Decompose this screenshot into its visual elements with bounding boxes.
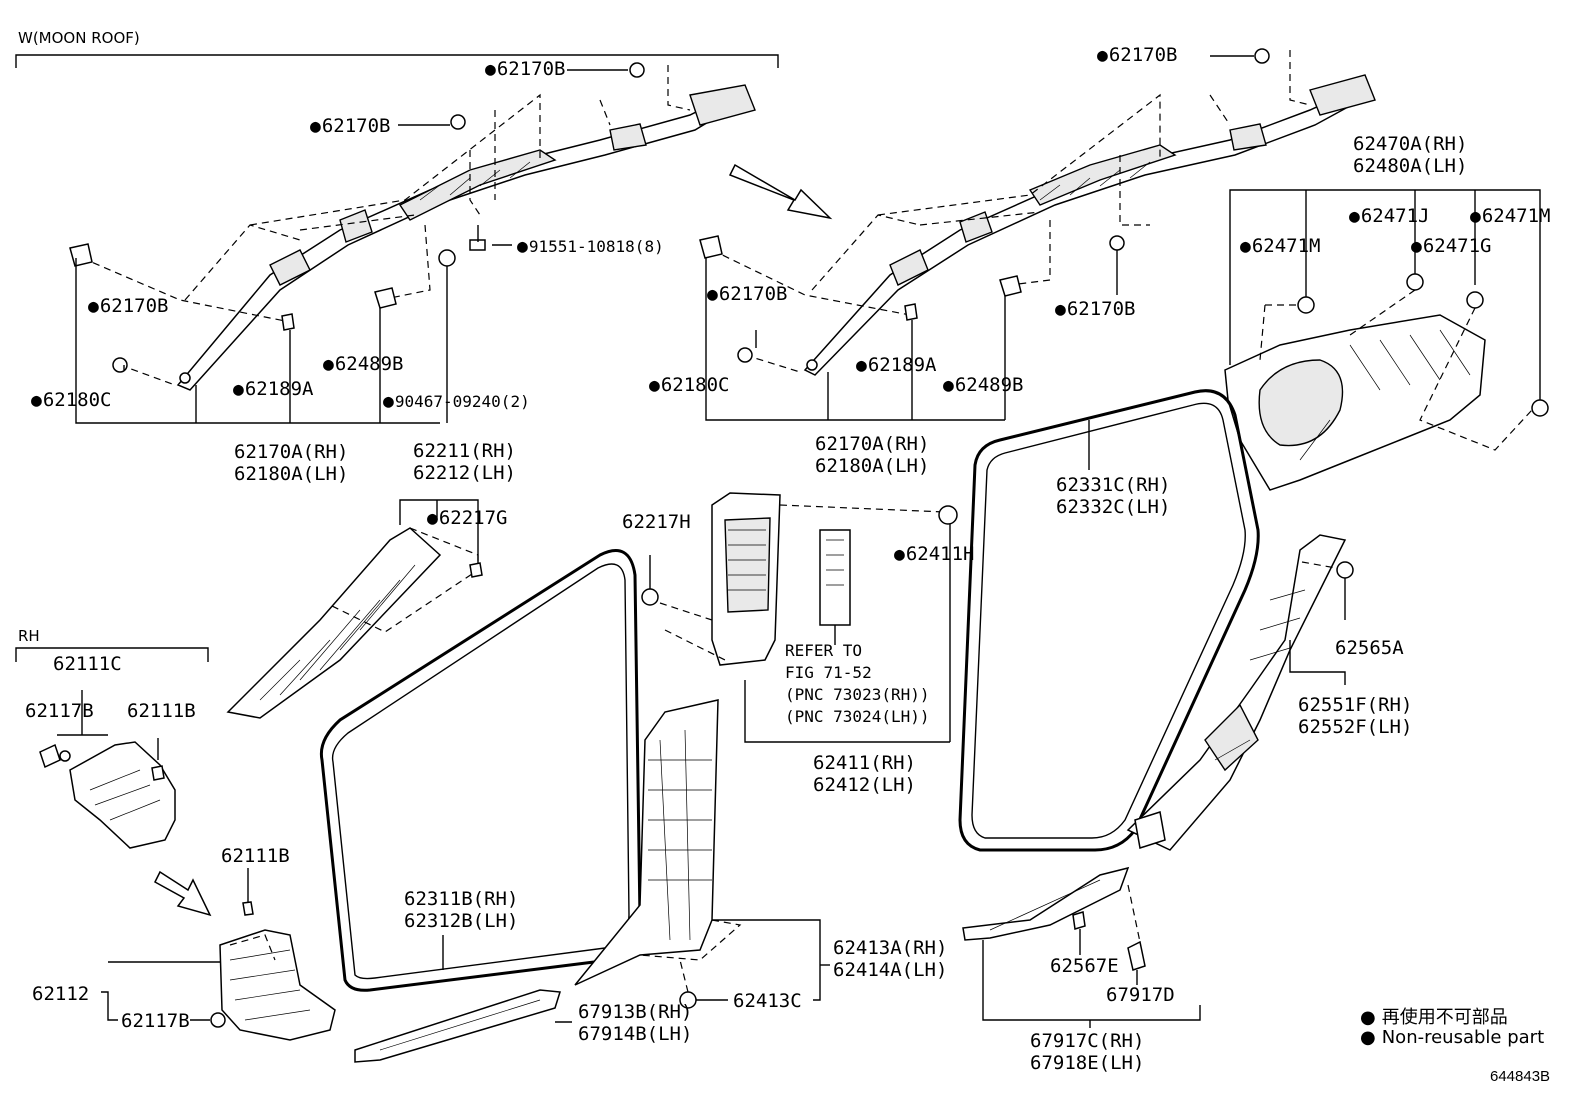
refer-note-line2: FIG 71-52	[785, 663, 872, 682]
label-62170b: 62170B	[310, 115, 391, 138]
label-62471m: 62471M	[1470, 205, 1551, 228]
refer-note-line1: REFER TO	[785, 641, 863, 660]
label-62170b: 62170B	[1097, 44, 1178, 67]
label-67914b-lh: 67914B(LH)	[578, 1023, 693, 1045]
label-62180c: 62180C	[649, 374, 730, 397]
label-62170b: 62170B	[485, 58, 566, 81]
label-62411h: 62411H	[894, 543, 975, 566]
label-62565a: 62565A	[1335, 637, 1404, 659]
label-62567e: 62567E	[1050, 955, 1119, 977]
label-67917d: 67917D	[1106, 984, 1175, 1006]
label-62189a: 62189A	[233, 378, 314, 401]
refer-note-line3: (PNC 73023(RH))	[785, 685, 930, 704]
label-62117b: 62117B	[121, 1010, 190, 1032]
label-90467-09240: 90467-09240(2)	[383, 391, 530, 413]
label-62413c: 62413C	[733, 990, 802, 1012]
label-62413a-rh: 62413A(RH)	[833, 937, 948, 959]
legend-non-reusable: Non-reusable part	[1360, 1027, 1544, 1048]
label-62180a-lh: 62180A(LH)	[815, 455, 930, 477]
label-62471j: 62471J	[1349, 205, 1430, 228]
label-62217h: 62217H	[622, 511, 691, 533]
label-62112: 62112	[32, 983, 90, 1005]
label-62470a-rh: 62470A(RH)	[1353, 133, 1468, 155]
label-62471m: 62471M	[1240, 235, 1321, 258]
label-62217g: 62217G	[427, 507, 508, 530]
label-62170b: 62170B	[1055, 298, 1136, 321]
label-62489b: 62489B	[323, 353, 404, 376]
label-62411-rh: 62411(RH)	[813, 752, 916, 774]
label-62312b-lh: 62312B(LH)	[404, 910, 519, 932]
label-67917c-rh: 67917C(RH)	[1030, 1030, 1145, 1052]
label-67913b-rh: 67913B(RH)	[578, 1001, 693, 1023]
label-62170a-rh: 62170A(RH)	[815, 433, 930, 455]
label-62211-rh: 62211(RH)	[413, 440, 516, 462]
label-91551-10818: 91551-10818(8)	[517, 236, 664, 258]
label-62180c: 62180C	[31, 389, 112, 412]
label-62331c-rh: 62331C(RH)	[1056, 474, 1171, 496]
label-62189a: 62189A	[856, 354, 937, 377]
label-62332c-lh: 62332C(LH)	[1056, 496, 1171, 518]
curtain-airbag-right	[803, 74, 1376, 376]
curtain-airbag-left	[176, 84, 756, 391]
label-62170b: 62170B	[707, 283, 788, 306]
label-62111c: 62111C	[53, 653, 122, 675]
refer-note-line4: (PNC 73024(LH))	[785, 707, 930, 726]
label-62412-lh: 62412(LH)	[813, 774, 916, 796]
label-62117b: 62117B	[25, 700, 94, 722]
label-62170a-rh: 62170A(RH)	[234, 441, 349, 463]
figure-number: 644843B	[1490, 1068, 1551, 1085]
label-62489b: 62489B	[943, 374, 1024, 397]
label-62170b: 62170B	[88, 295, 169, 318]
label-62414a-lh: 62414A(LH)	[833, 959, 948, 981]
label-62552f-lh: 62552F(LH)	[1298, 716, 1413, 738]
legend-jp: 再使用不可部品	[1360, 1003, 1508, 1029]
label-62111b: 62111B	[127, 700, 196, 722]
rh-header: RH	[18, 627, 40, 645]
label-62471g: 62471G	[1411, 235, 1492, 258]
label-67918e-lh: 67918E(LH)	[1030, 1052, 1145, 1074]
label-62180a-lh: 62180A(LH)	[234, 463, 349, 485]
label-62551f-rh: 62551F(RH)	[1298, 694, 1413, 716]
label-62480a-lh: 62480A(LH)	[1353, 155, 1468, 177]
label-62111b: 62111B	[221, 845, 290, 867]
moon-roof-header: W(MOON ROOF)	[18, 29, 140, 47]
label-62212-lh: 62212(LH)	[413, 462, 516, 484]
label-62311b-rh: 62311B(RH)	[404, 888, 519, 910]
